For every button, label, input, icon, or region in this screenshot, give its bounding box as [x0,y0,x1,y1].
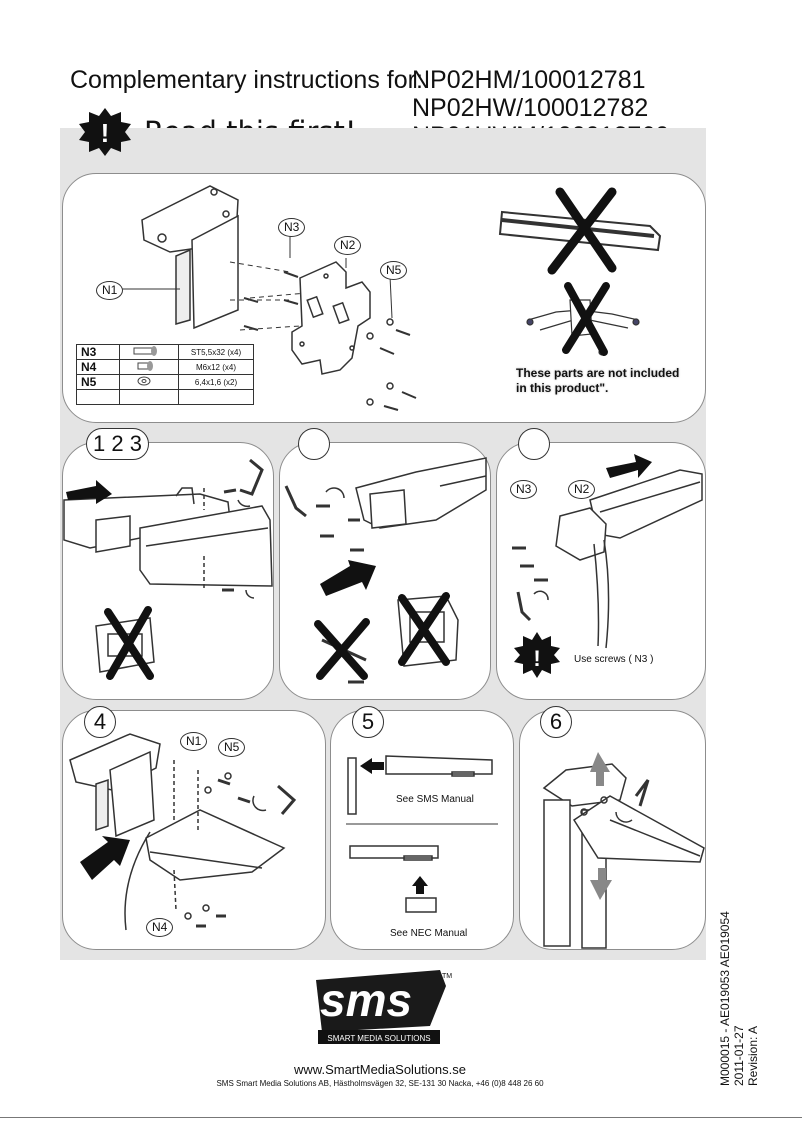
step-remove-rail-drawing [284,457,487,552]
bottom-rule [0,1117,802,1118]
arrow-left-icon [66,480,112,504]
logo-trademark: TM [442,973,452,980]
label-n2: N2 [334,236,362,256]
label-n5: N5 [380,261,408,281]
excluded-mount-cross-icon [562,282,610,356]
document-title: Complementary instructions for: [70,66,423,94]
arrow-right-icon [606,454,652,478]
part-code: N5 [76,374,120,390]
arrow-down-gray-icon [590,868,612,900]
part-spec: 6,4x1,6 (x2) [178,374,254,390]
logo-wordmark: sms [320,974,412,1026]
part-code: N3 [76,344,120,360]
footer-address: SMS Smart Media Solutions AB, Hästholmsv… [216,1079,544,1088]
parts-table: N3 ST5,5x32 (x4) N4 M6x12 (x4) N5 6,4x1,… [76,344,254,405]
arrow-left-small-icon [360,758,384,774]
use-screws-note: Use screws ( N3 ) [574,654,654,665]
sms-logo: sms SMART MEDIA SOLUTIONS TM [316,970,452,1044]
label-n5-step4: N5 [218,738,246,758]
step6-bracket-drawing [542,763,705,949]
not-included-note: These parts are not included in this pro… [516,366,679,396]
screw-n4-icon [119,359,179,375]
parts-row-empty [76,389,254,405]
screw-drawings [243,271,417,411]
note-line-1: These parts are not included [516,366,680,380]
n1-bracket-drawing [120,185,239,330]
model-number-1: NP02HM/100012781 [412,66,646,94]
step-remove-cross-icon [314,592,450,680]
footer-website: www.SmartMediaSolutions.se [294,1062,466,1077]
excluded-rail-cross-icon [547,187,617,275]
step-number-blank-3 [518,428,550,460]
parts-row-n3: N3 ST5,5x32 (x4) [76,344,254,360]
svg-text:!: ! [533,646,540,671]
label-n3: N3 [278,218,306,238]
part-spec: ST5,5x32 (x4) [178,344,254,360]
step-number-1-2-3: 1 2 3 [86,428,149,460]
step123-cross-icon [104,606,154,680]
label-n1-step4: N1 [180,732,208,752]
arrow-down-left-icon [320,560,376,596]
note-line-2: in this product". [516,381,609,395]
label-n3-step3: N3 [510,480,538,500]
screw-n3-icon [119,344,179,360]
step-attach-rail-drawing [512,469,703,649]
step123-rail-drawing [63,458,273,599]
n2-plate-drawing [291,261,371,375]
see-sms-manual: See SMS Manual [396,794,474,805]
label-n2-step3: N2 [568,480,596,500]
label-n4-step4: N4 [146,918,174,938]
arrow-up-gray-icon [590,752,610,786]
label-n1: N1 [96,281,124,301]
arrow-up-small-icon [412,876,428,894]
warning-burst-icon-step3 [514,632,560,678]
part-code: N4 [76,359,120,375]
step-number-blank-2 [298,428,330,460]
step-number-5: 5 [352,706,384,738]
part-spec: M6x12 (x4) [178,359,254,375]
step-number-6: 6 [540,706,572,738]
see-nec-manual: See NEC Manual [390,928,468,939]
step-number-4: 4 [84,706,116,738]
washer-n5-icon [119,374,179,390]
logo-tagline: SMART MEDIA SOLUTIONS [327,1034,430,1043]
step5-rail-drawing [346,755,498,913]
parts-row-n5: N5 6,4x1,6 (x2) [76,374,254,390]
model-number-2: NP02HW/100012782 [412,94,649,122]
parts-row-n4: N4 M6x12 (x4) [76,359,254,375]
arrow-up-left-icon [80,836,130,880]
step4-bracket-rail-drawing [69,733,297,931]
